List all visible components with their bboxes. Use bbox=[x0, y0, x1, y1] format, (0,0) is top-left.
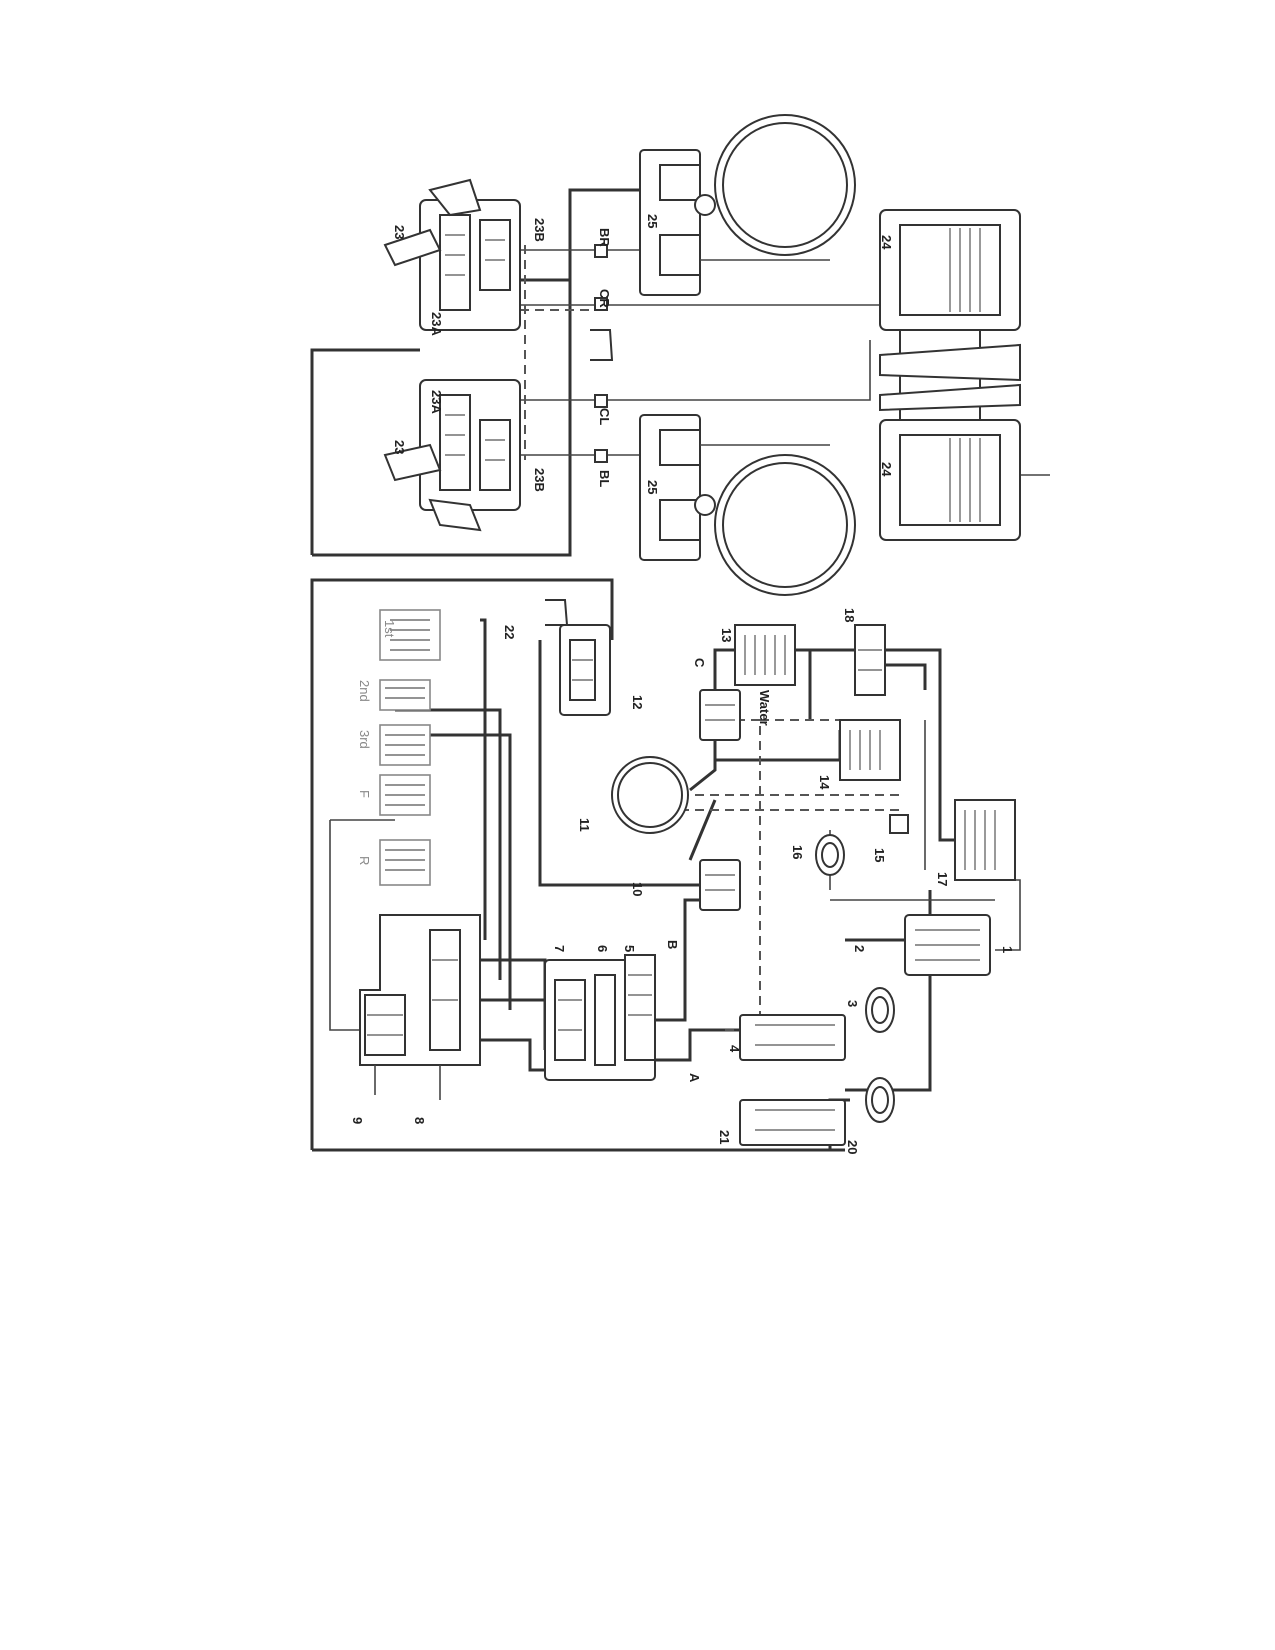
bypass-valve-18 bbox=[854, 624, 886, 696]
labels: 1 2 3 4 5 6 7 8 9 10 11 12 13 14 15 16 1… bbox=[350, 214, 1015, 1154]
selector-valve bbox=[359, 914, 481, 1100]
label-gear-1st: 1st bbox=[382, 620, 397, 638]
strainer-2 bbox=[904, 914, 991, 976]
control-valve-23-upper bbox=[383, 178, 521, 331]
label-5: 5 bbox=[622, 945, 637, 952]
label-4: 4 bbox=[727, 1045, 742, 1053]
relief-valves bbox=[699, 689, 741, 911]
valve-22 bbox=[559, 624, 611, 716]
label-23b-lower: 23B bbox=[532, 468, 547, 492]
label-8: 8 bbox=[412, 1117, 427, 1124]
label-25-lower: 25 bbox=[645, 480, 660, 494]
label-2: 2 bbox=[852, 945, 867, 952]
label-gear-2nd: 2nd bbox=[357, 680, 372, 702]
label-17: 17 bbox=[935, 872, 950, 886]
label-13: 13 bbox=[719, 628, 734, 642]
clutch-packs bbox=[379, 609, 441, 886]
label-16: 16 bbox=[790, 845, 805, 859]
label-15: 15 bbox=[872, 848, 887, 862]
label-gear-f: F bbox=[357, 790, 372, 798]
label-14: 14 bbox=[817, 775, 832, 790]
sump-markers bbox=[545, 244, 614, 626]
label-9: 9 bbox=[350, 1117, 365, 1124]
label-24-lower: 24 bbox=[879, 462, 894, 477]
strainer-15 bbox=[889, 814, 909, 834]
label-b: B bbox=[665, 940, 680, 949]
label-cl: CL bbox=[597, 408, 612, 425]
pump-3 bbox=[865, 987, 895, 1033]
brake-band-right bbox=[639, 114, 856, 296]
label-12: 12 bbox=[630, 695, 645, 709]
pump-20 bbox=[865, 1077, 895, 1123]
torque-converter-11 bbox=[611, 756, 689, 834]
label-3: 3 bbox=[845, 1000, 860, 1007]
filter-17 bbox=[954, 799, 1016, 881]
label-24-upper: 24 bbox=[879, 235, 894, 250]
label-gear-r: R bbox=[357, 856, 372, 865]
label-23a-lower: 23A bbox=[429, 390, 444, 414]
valve-4 bbox=[739, 1014, 846, 1061]
label-cr: CR bbox=[597, 289, 612, 308]
label-a: A bbox=[687, 1073, 702, 1083]
label-bl: BL bbox=[597, 470, 612, 487]
label-25-upper: 25 bbox=[645, 214, 660, 228]
label-23-lower: 23 bbox=[392, 440, 407, 454]
control-valve-stack bbox=[544, 954, 656, 1081]
oil-cooler-13 bbox=[734, 624, 796, 686]
label-1: 1 bbox=[1000, 946, 1015, 953]
label-6: 6 bbox=[595, 945, 610, 952]
label-water: Water bbox=[757, 690, 772, 726]
brake-band-left bbox=[639, 414, 856, 596]
filter-14 bbox=[839, 719, 901, 781]
label-11: 11 bbox=[577, 818, 592, 832]
label-23b-upper: 23B bbox=[532, 218, 547, 242]
label-br: BR bbox=[597, 228, 612, 247]
label-20: 20 bbox=[845, 1140, 860, 1154]
label-21: 21 bbox=[717, 1130, 732, 1144]
label-gear-3rd: 3rd bbox=[357, 730, 372, 749]
pump-16 bbox=[815, 834, 845, 876]
steering-clutch-24 bbox=[879, 209, 1021, 541]
label-18: 18 bbox=[842, 608, 857, 622]
label-22: 22 bbox=[502, 625, 517, 639]
control-valve-23-lower bbox=[383, 379, 521, 532]
label-10: 10 bbox=[630, 882, 645, 896]
label-c: C bbox=[692, 658, 707, 668]
valve-21 bbox=[739, 1099, 846, 1146]
label-7: 7 bbox=[552, 945, 567, 952]
label-23-upper: 23 bbox=[392, 225, 407, 239]
label-23a-upper: 23A bbox=[429, 312, 444, 336]
